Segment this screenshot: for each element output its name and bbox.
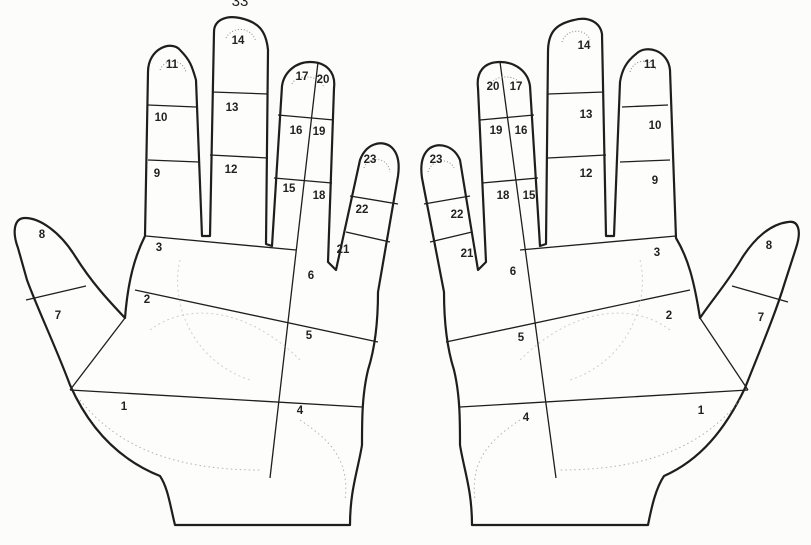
right-hand: 1 2 3 4 5 6 7 8 9 10 11 12 13 14 15 16 1…: [421, 19, 799, 525]
left-zone-label-2: 2: [144, 294, 150, 306]
left-hand: 1 2 3 4 5 6 7 8 9 10 11 12 13 14 15 16 1…: [15, 17, 399, 525]
right-zone-label-14: 14: [578, 40, 591, 52]
right-zone-label-12: 12: [580, 168, 593, 180]
left-zone-label-9: 9: [154, 168, 160, 180]
left-zone-label-17: 17: [296, 71, 309, 83]
right-zone-label-20: 20: [487, 81, 500, 93]
left-zone-label-3: 3: [156, 242, 162, 254]
top-caption: 33: [232, 0, 249, 10]
right-zone-label-15: 15: [523, 190, 536, 202]
right-zone-label-22: 22: [451, 209, 464, 221]
left-zone-label-22: 22: [356, 204, 369, 216]
left-zone-label-8: 8: [39, 229, 46, 241]
right-zone-label-13: 13: [580, 109, 593, 121]
left-zone-label-5: 5: [306, 330, 313, 342]
right-zone-label-5: 5: [518, 332, 525, 344]
right-zone-label-21: 21: [461, 248, 474, 260]
right-zone-label-19: 19: [490, 125, 503, 137]
left-zone-label-18: 18: [313, 190, 326, 202]
left-zone-label-12: 12: [225, 164, 238, 176]
right-zone-label-17: 17: [510, 81, 523, 93]
right-zone-label-2: 2: [666, 310, 672, 322]
right-hand-outline: [421, 19, 799, 525]
left-zone-label-20: 20: [317, 74, 330, 86]
right-zone-label-1: 1: [698, 405, 705, 417]
right-zone-label-23: 23: [430, 154, 443, 166]
right-zone-label-7: 7: [758, 312, 764, 324]
right-zone-label-9: 9: [652, 175, 658, 187]
left-zone-label-6: 6: [308, 270, 314, 282]
right-zone-label-18: 18: [497, 190, 510, 202]
right-zone-label-16: 16: [515, 125, 528, 137]
left-zone-label-15: 15: [283, 183, 296, 195]
left-zone-label-19: 19: [313, 126, 326, 138]
left-zone-label-21: 21: [337, 244, 350, 256]
left-zone-label-16: 16: [290, 125, 303, 137]
right-zone-label-6: 6: [510, 266, 516, 278]
left-zone-label-13: 13: [226, 102, 239, 114]
left-zone-label-23: 23: [364, 154, 377, 166]
right-zone-label-8: 8: [766, 240, 773, 252]
left-zone-label-14: 14: [232, 35, 245, 47]
right-zone-label-3: 3: [654, 247, 660, 259]
left-zone-label-4: 4: [297, 405, 304, 417]
right-zone-label-4: 4: [523, 412, 530, 424]
right-zone-label-11: 11: [644, 59, 657, 71]
left-zone-label-1: 1: [121, 401, 128, 413]
left-zone-label-11: 11: [166, 59, 179, 71]
left-zone-label-7: 7: [55, 310, 61, 322]
left-zone-label-10: 10: [155, 112, 168, 124]
right-zone-label-10: 10: [649, 120, 662, 132]
left-hand-outline: [15, 17, 399, 525]
